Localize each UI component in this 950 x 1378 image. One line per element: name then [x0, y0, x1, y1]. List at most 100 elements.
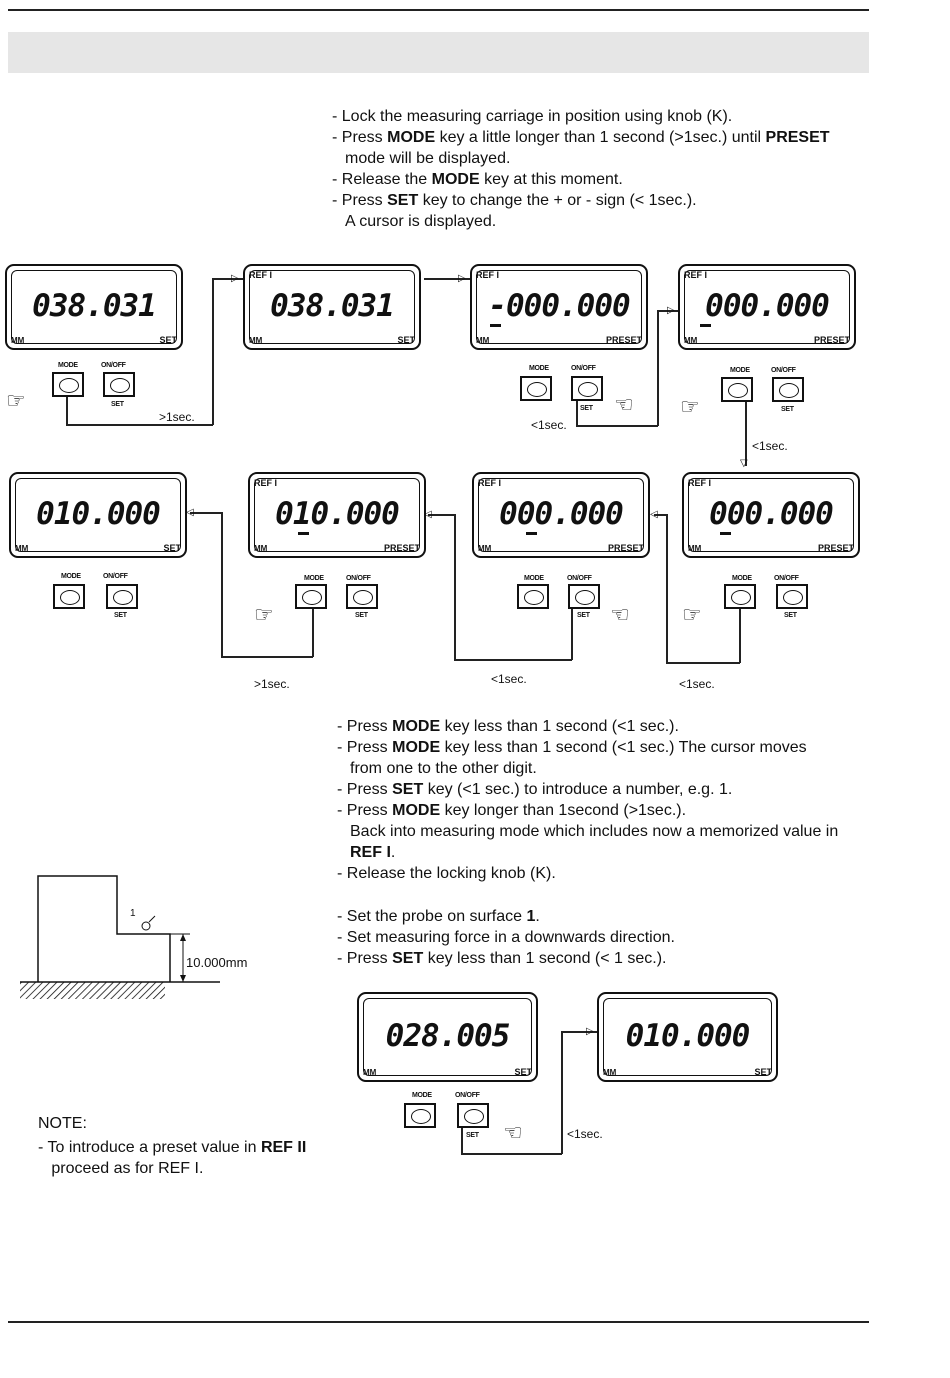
mode-key[interactable] — [52, 372, 84, 397]
instruction-set-short: Press SET key less than 1 second (< 1 se… — [337, 948, 842, 969]
display-3: REF I -000.000 MM PRESET — [470, 264, 648, 350]
onoff-set-key[interactable] — [776, 584, 808, 609]
display-value: -000.000 — [488, 288, 630, 324]
display-ref: REF I — [478, 478, 502, 488]
timing-line — [190, 512, 222, 514]
hand-pointer-icon: ☞ — [680, 394, 700, 419]
display-value: 010.000 — [275, 496, 400, 532]
timing-line — [221, 512, 223, 657]
key-label-onoff: ON/OFF — [103, 573, 128, 580]
key-label-onoff: ON/OFF — [774, 575, 799, 582]
mode-key[interactable] — [724, 584, 756, 609]
display-value: 028.005 — [385, 1018, 511, 1054]
note-heading: NOTE: — [38, 1115, 87, 1132]
instruction-release-knob: Release the locking knob (K). — [337, 863, 842, 884]
key-label-mode: MODE — [61, 573, 81, 580]
display-5: 010.000 MM SET — [9, 472, 187, 558]
arrowhead-icon: ◁ — [186, 507, 194, 518]
mode-key[interactable] — [53, 584, 85, 609]
display-unit: MM — [15, 544, 29, 553]
display-mode: PRESET — [383, 543, 420, 553]
instruction-probe: Set the probe on surface 1. — [337, 906, 842, 927]
timing-label: <1sec. — [679, 677, 715, 691]
onoff-set-key[interactable] — [457, 1103, 489, 1128]
display-10: 010.000 MM SET — [597, 992, 778, 1082]
arrow-line — [212, 278, 243, 280]
instruction-release-mode: Release the MODE key at this moment. — [332, 169, 852, 190]
onoff-set-key[interactable] — [346, 584, 378, 609]
header-band — [8, 32, 869, 73]
timing-line — [66, 424, 213, 426]
display-unit: MM — [254, 544, 268, 553]
key-label-set: SET — [114, 612, 127, 619]
timing-line — [657, 310, 659, 426]
mode-key[interactable] — [404, 1103, 436, 1128]
display-unit: MM — [476, 336, 490, 345]
display-4: REF I 000.000 MM PRESET — [678, 264, 856, 350]
arrowhead-icon: ▷ — [586, 1026, 594, 1037]
timing-label: >1sec. — [254, 677, 290, 691]
display-cursor — [700, 324, 711, 327]
display-ref: REF I — [254, 478, 278, 488]
display-value: 000.000 — [709, 496, 834, 532]
timing-line — [571, 609, 573, 660]
timing-line — [461, 1128, 463, 1154]
onoff-set-key[interactable] — [568, 584, 600, 609]
timing-line — [657, 310, 678, 312]
mode-key[interactable] — [520, 376, 552, 401]
dimension-label: 10.000mm — [186, 955, 248, 970]
display-unit: MM — [478, 544, 492, 553]
key-label-set: SET — [784, 612, 797, 619]
onoff-set-key[interactable] — [106, 584, 138, 609]
instructions-low: Set the probe on surface 1. Set measurin… — [337, 906, 842, 969]
timing-line — [454, 659, 572, 661]
mode-key[interactable] — [517, 584, 549, 609]
onoff-set-key[interactable] — [571, 376, 603, 401]
display-value: 010.000 — [625, 1018, 751, 1054]
workpiece-figure — [20, 875, 220, 999]
timing-line — [745, 402, 747, 466]
timing-line — [428, 514, 455, 516]
key-label-set: SET — [577, 612, 590, 619]
key-label-onoff: ON/OFF — [101, 362, 126, 369]
display-mode: SET — [397, 335, 415, 345]
key-label-onoff: ON/OFF — [771, 367, 796, 374]
timing-line — [66, 397, 68, 425]
hand-pointer-icon: ☞ — [614, 392, 634, 417]
mode-key[interactable] — [721, 377, 753, 402]
bottom-rule — [8, 1321, 869, 1323]
display-mode: PRESET — [607, 543, 644, 553]
key-label-mode: MODE — [730, 367, 750, 374]
arrow-line — [424, 278, 470, 280]
display-mode: PRESET — [817, 543, 854, 553]
display-mode: SET — [754, 1067, 772, 1077]
display-unit: MM — [11, 336, 25, 345]
display-ref: REF I — [476, 270, 500, 280]
display-cursor — [490, 324, 501, 327]
arrowhead-icon: ▷ — [231, 273, 239, 284]
display-1: 038.031 MM SET — [5, 264, 183, 350]
instructions-mid: Press MODE key less than 1 second (<1 se… — [337, 716, 842, 884]
display-mode: SET — [163, 543, 181, 553]
onoff-set-key[interactable] — [772, 377, 804, 402]
display-ref: REF I — [249, 270, 273, 280]
display-unit: MM — [363, 1068, 377, 1077]
key-label-mode: MODE — [529, 365, 549, 372]
display-ref: REF I — [688, 478, 712, 488]
hand-pointer-icon: ☞ — [254, 602, 274, 627]
instruction-mode-cursor: Press MODE key less than 1 second (<1 se… — [337, 737, 842, 779]
arrowhead-icon: ▽ — [740, 458, 748, 469]
instruction-mode-long: Press MODE key longer than 1second (>1se… — [337, 800, 842, 863]
display-mode: SET — [159, 335, 177, 345]
top-rule — [8, 9, 869, 11]
display-cursor — [526, 532, 537, 535]
timing-line — [576, 425, 658, 427]
timing-line — [312, 609, 314, 657]
timing-label: <1sec. — [752, 439, 788, 453]
display-value: 000.000 — [705, 288, 830, 324]
onoff-set-key[interactable] — [103, 372, 135, 397]
mode-key[interactable] — [295, 584, 327, 609]
display-mode: SET — [514, 1067, 532, 1077]
display-value: 038.031 — [32, 288, 157, 324]
surface-label: 1 — [130, 908, 136, 919]
